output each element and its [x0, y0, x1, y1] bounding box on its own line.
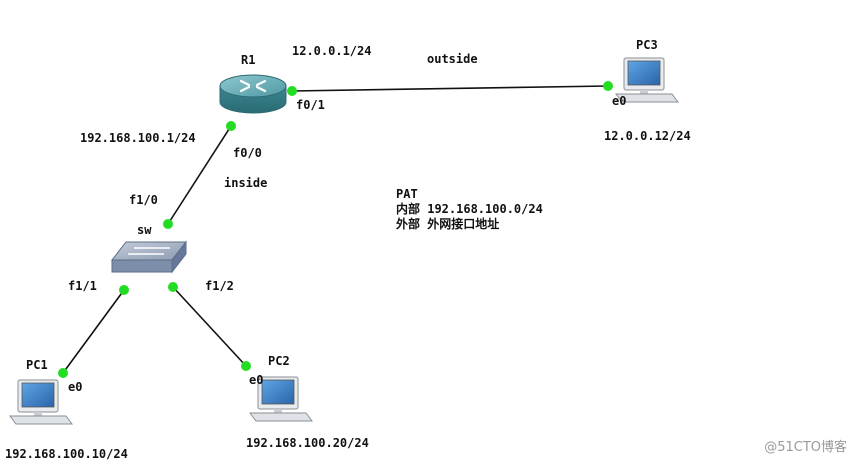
r1-outside-ip: 12.0.0.1/24 [292, 44, 372, 58]
port-dot-r1-f0-0 [226, 121, 236, 131]
pc1-label: PC1 [26, 358, 48, 372]
sw-port-f1-0: f1/0 [129, 193, 158, 207]
link-sw-pc1 [62, 289, 125, 374]
port-dot-r1-f0-1 [287, 86, 297, 96]
pc2-ip: 192.168.100.20/24 [246, 436, 369, 450]
r1-port-f0-1: f0/1 [296, 98, 325, 112]
pc3-port: e0 [612, 94, 627, 108]
sw-port-f1-2: f1/2 [205, 279, 234, 293]
pc3-label: PC3 [636, 38, 658, 52]
port-dot-pc1-e0 [58, 368, 68, 378]
r1-inside-ip: 192.168.100.1/24 [80, 131, 196, 145]
pc1-port: e0 [68, 380, 83, 394]
port-dot-pc3-e0 [603, 81, 613, 91]
link-sw-pc2 [172, 286, 247, 367]
pc1-ip: 192.168.100.10/24 [5, 447, 128, 461]
port-dot-pc2-e0 [241, 361, 251, 371]
router-icon[interactable] [219, 74, 287, 114]
sw-label: sw [137, 223, 152, 237]
port-dots [58, 81, 613, 378]
r1-port-f0-0: f0/0 [233, 146, 262, 160]
note-pat: PAT [396, 187, 418, 201]
inside-label: inside [224, 176, 268, 190]
switch-icon[interactable] [110, 240, 188, 274]
outside-label: outside [427, 52, 478, 66]
port-dot-sw-f1-1 [119, 285, 129, 295]
port-dot-sw-f1-0 [163, 219, 173, 229]
port-dot-sw-f1-2 [168, 282, 178, 292]
note-outside: 外部 外网接口地址 [396, 217, 500, 231]
note-inside: 内部 192.168.100.0/24 [396, 202, 543, 216]
sw-port-f1-1: f1/1 [68, 279, 97, 293]
r1-label: R1 [241, 53, 256, 67]
pc2-label: PC2 [268, 354, 290, 368]
watermark: @51CTO博客 [764, 440, 847, 455]
pc2-port: e0 [249, 373, 264, 387]
pc3-ip: 12.0.0.12/24 [604, 129, 691, 143]
link-r1-pc3 [291, 85, 609, 92]
pc1-icon[interactable] [9, 379, 73, 425]
link-r1-sw [167, 125, 232, 225]
